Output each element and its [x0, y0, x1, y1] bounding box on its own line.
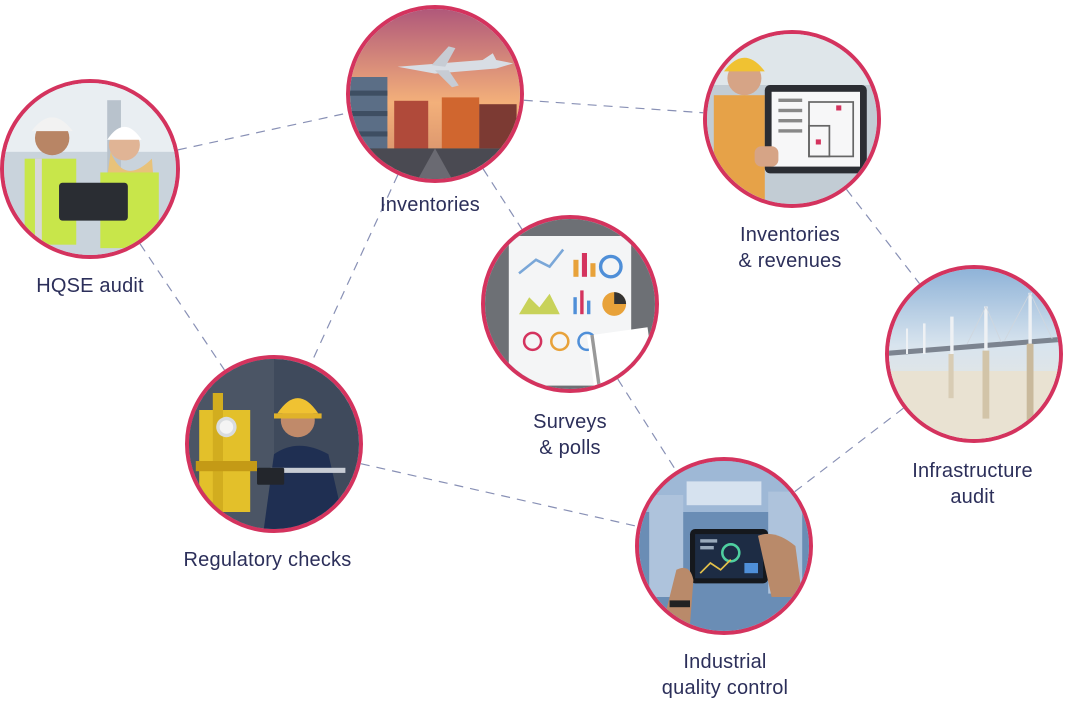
connector-hqse-regulatory — [139, 243, 226, 371]
inventories-label: Inventories — [379, 194, 481, 216]
surveys-polls-photo — [481, 215, 659, 393]
surveys-polls-label: Surveys & polls — [533, 411, 607, 459]
industrial-quality-control-photo — [635, 457, 813, 635]
connector-inv_rev-infra — [846, 188, 920, 285]
inventories-photo — [346, 5, 524, 183]
infrastructure-audit-photo — [885, 265, 1063, 443]
connector-infra-industrial — [794, 407, 904, 493]
connector-inventories-inv_rev — [523, 99, 704, 114]
industrial-quality-control-label: Industrial quality control — [661, 651, 789, 699]
connector-inventories-regulatory — [310, 174, 399, 364]
regulatory-checks-photo — [185, 355, 363, 533]
infrastructure-audit-label: Infrastructure audit — [912, 460, 1033, 508]
connector-hqse-inventories — [177, 112, 349, 151]
hqse-audit-label: HQSE audit — [36, 275, 144, 297]
regulatory-checks-label: Regulatory checks — [183, 549, 352, 571]
inventories-revenues-photo — [703, 30, 881, 208]
connector-surveys-industrial — [617, 378, 677, 472]
inventories-revenues-label: Inventories & revenues — [738, 224, 842, 272]
hqse-audit-photo — [0, 79, 180, 259]
connector-regulatory-industrial — [360, 463, 638, 527]
connector-inventories-surveys — [482, 168, 523, 230]
